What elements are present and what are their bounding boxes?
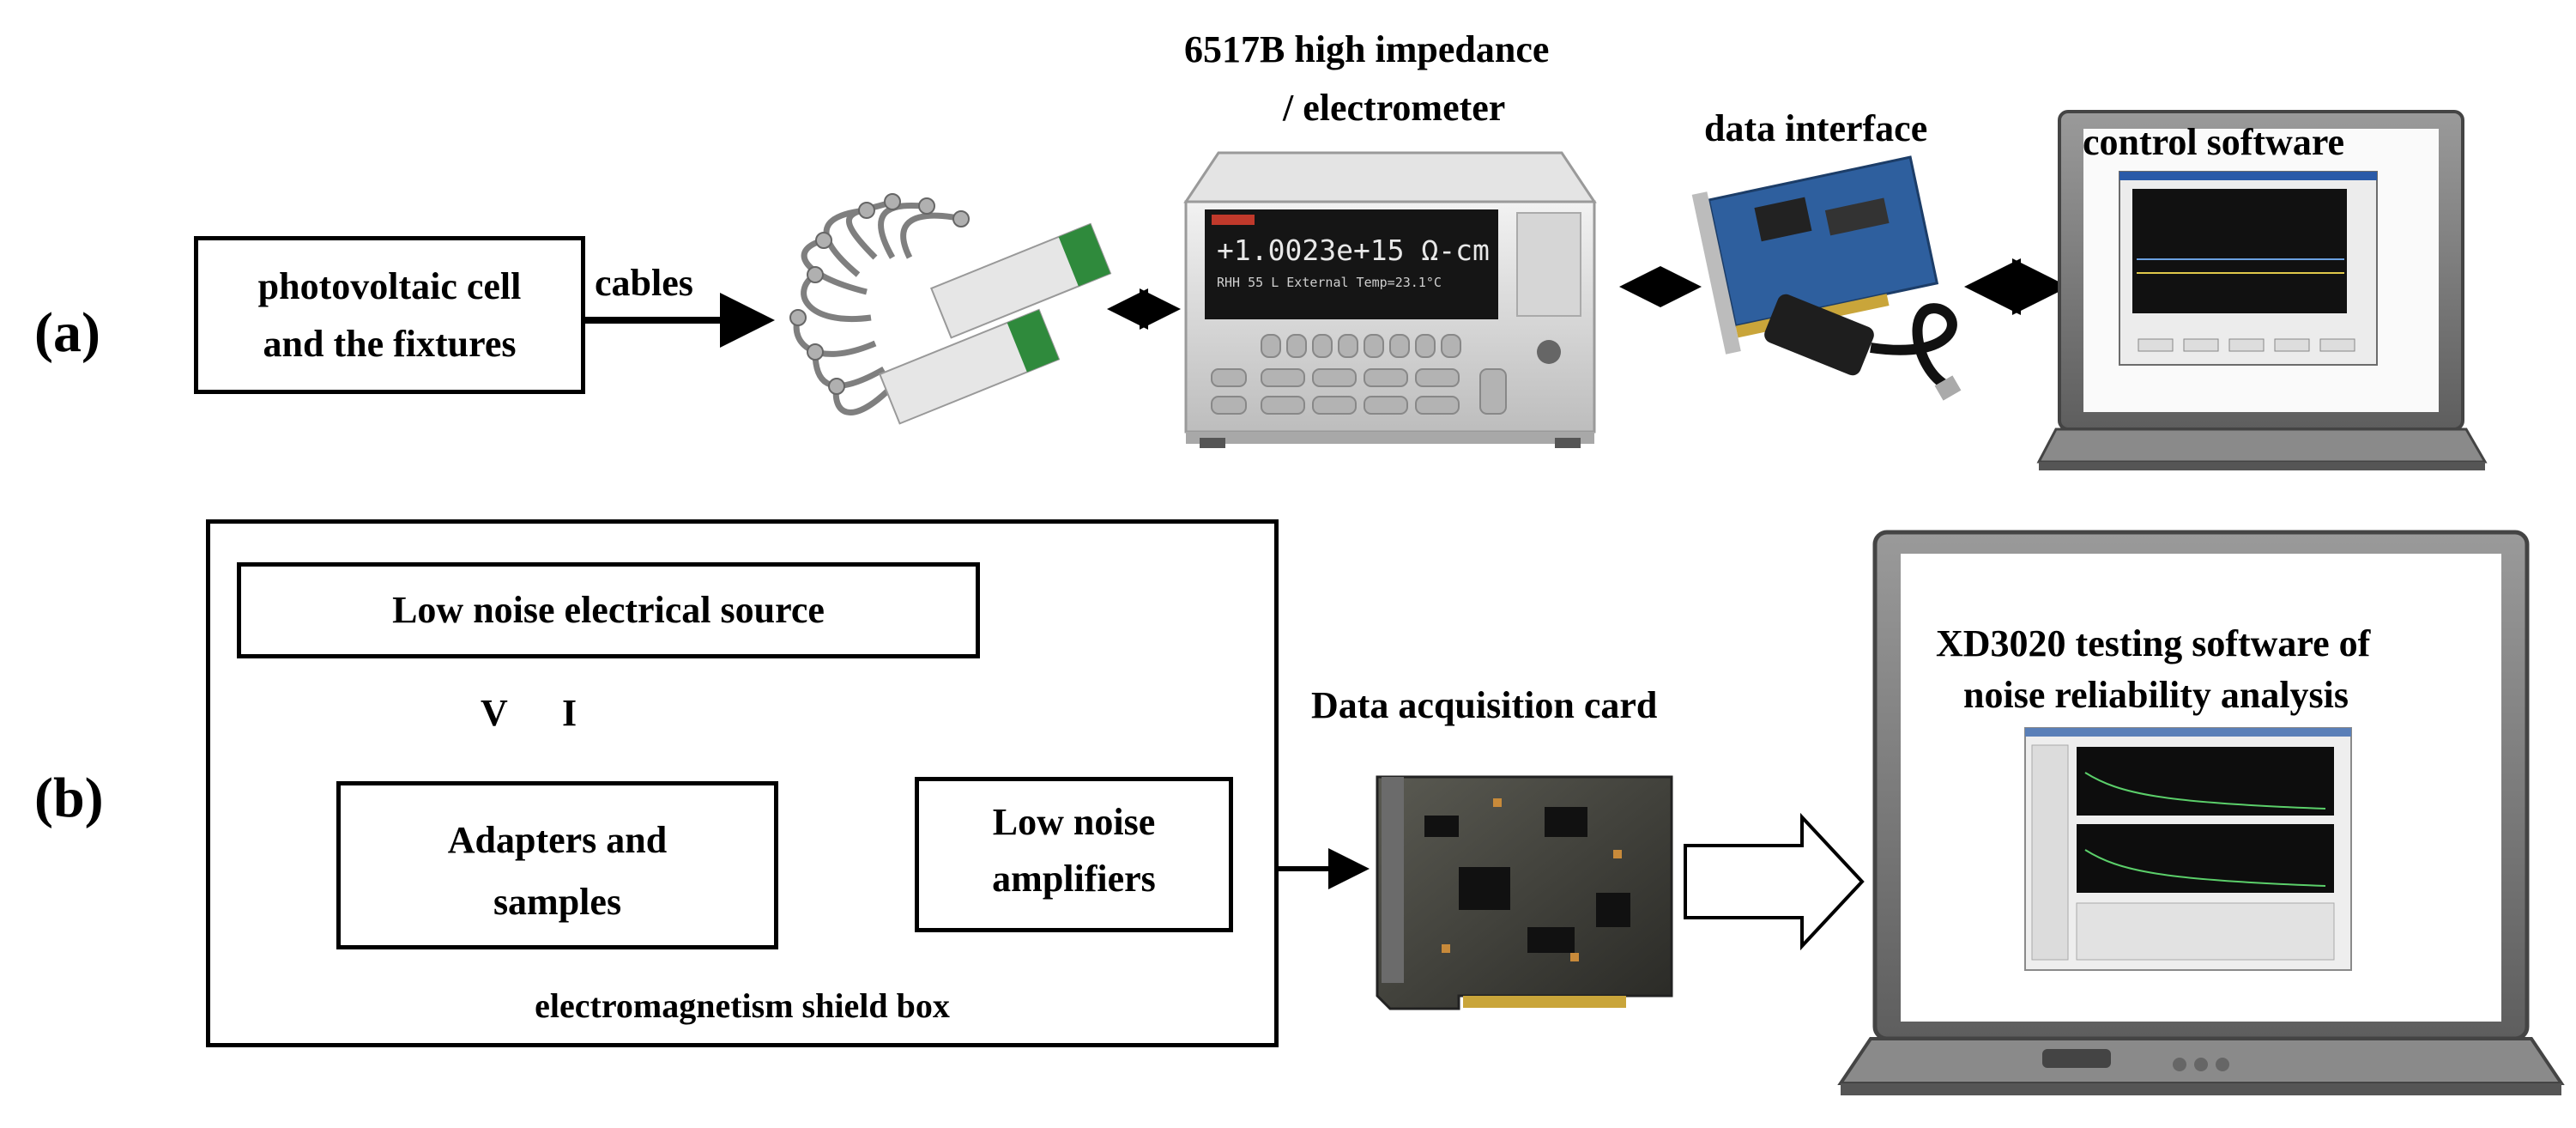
cables-label: cables — [595, 262, 693, 304]
amplifiers-line1: Low noise — [992, 801, 1156, 843]
adapters-samples-line1: Adapters and — [447, 819, 668, 861]
low-noise-source-box: Low noise electrical source — [237, 562, 980, 658]
electrometer-label-line2: / electrometer — [1283, 87, 1506, 129]
data-interface-label: data interface — [1704, 107, 1928, 149]
photovoltaic-cell-box-line1: photovoltaic cell — [257, 265, 522, 307]
software-label-line2: noise reliability analysis — [1963, 674, 2349, 716]
adapters-samples-box: Adapters and samples — [336, 781, 778, 949]
laptop-b-image — [1837, 530, 2565, 1095]
adapters-samples-line2: samples — [493, 881, 622, 923]
daq-card-label: Data acquisition card — [1311, 684, 1658, 726]
photovoltaic-cell-box: photovoltaic cell and the fixtures — [194, 236, 585, 394]
control-software-label: control software — [2083, 121, 2345, 163]
electrometer-display-value: +1.0023e+15 Ω-cm — [1217, 233, 1490, 267]
data-interface-image — [1691, 155, 1962, 401]
shield-box-label: electromagnetism shield box — [535, 986, 950, 1025]
amplifiers-box: Low noise amplifiers — [915, 777, 1233, 932]
voltage-label: V — [481, 692, 508, 734]
amplifiers-line2: amplifiers — [992, 858, 1156, 900]
photovoltaic-cell-box-line2: and the fixtures — [263, 323, 517, 365]
current-label: I — [562, 692, 577, 734]
panel-b-label: (b) — [34, 767, 104, 829]
low-noise-source-text: Low noise electrical source — [392, 589, 825, 631]
electrometer-display-status: RHH 55 L External Temp=23.1°C — [1217, 275, 1442, 290]
software-label-line1: XD3020 testing software of — [1936, 622, 2371, 664]
panel-a-label: (a) — [34, 301, 100, 364]
electrometer-image — [1183, 151, 1597, 448]
hollow-arrow-daq-to-laptop — [1684, 812, 1865, 951]
daq-card-image — [1376, 775, 1673, 1010]
laptop-a-image — [2036, 110, 2488, 470]
electrometer-label-line1: 6517B high impedance — [1184, 28, 1550, 70]
cables-image — [789, 193, 1112, 425]
